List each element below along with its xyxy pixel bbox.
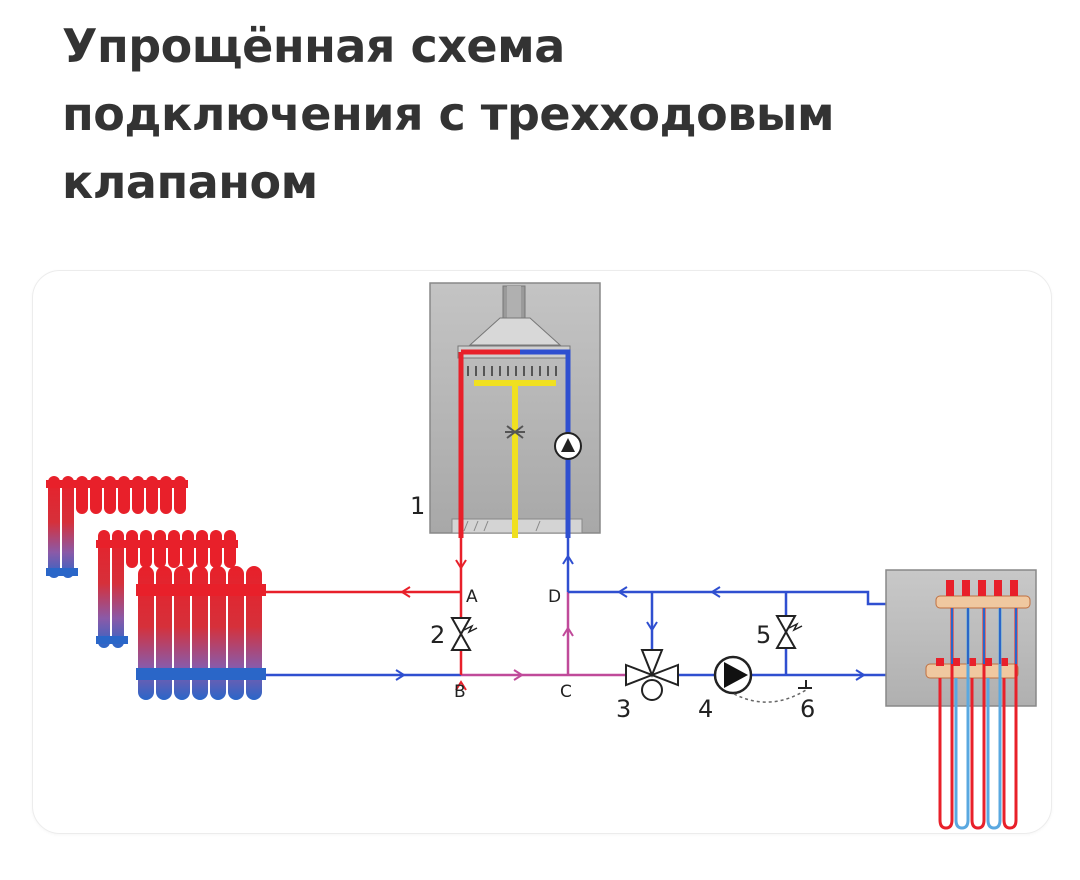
node-label-c: C <box>560 682 572 702</box>
temperature-sensor-icon <box>733 680 812 703</box>
label-num-6: 6 <box>800 695 815 723</box>
circulation-pump-icon <box>713 655 753 695</box>
label-num-1: 1 <box>410 492 425 520</box>
piping <box>266 538 940 677</box>
title-line-3: клапаном <box>62 155 318 209</box>
page-title: Упрощённая схема подключения с трехходов… <box>62 12 1022 216</box>
boiler-pump-icon <box>554 432 582 460</box>
bypass-valve-2-icon <box>450 617 478 651</box>
radiator-front <box>136 566 266 700</box>
title-line-1: Упрощённая схема <box>62 19 565 73</box>
flow-arrows <box>395 554 866 691</box>
radiator-middle <box>96 530 238 648</box>
node-label-b: B <box>454 682 466 702</box>
gas-valve-icon <box>505 425 525 439</box>
bypass-valve-5-icon <box>775 615 803 649</box>
node-label-a: A <box>466 587 478 607</box>
radiator-back <box>46 476 188 578</box>
three-way-valve-icon <box>625 649 679 701</box>
boiler: 1 <box>410 282 601 538</box>
label-num-2: 2 <box>430 621 445 649</box>
floor-heating-manifold <box>885 569 1037 830</box>
label-num-5: 5 <box>756 621 771 649</box>
title-line-2: подключения с трехходовым <box>62 87 835 141</box>
label-num-4: 4 <box>698 695 713 723</box>
node-label-d: D <box>548 587 561 607</box>
label-num-3: 3 <box>616 695 631 723</box>
